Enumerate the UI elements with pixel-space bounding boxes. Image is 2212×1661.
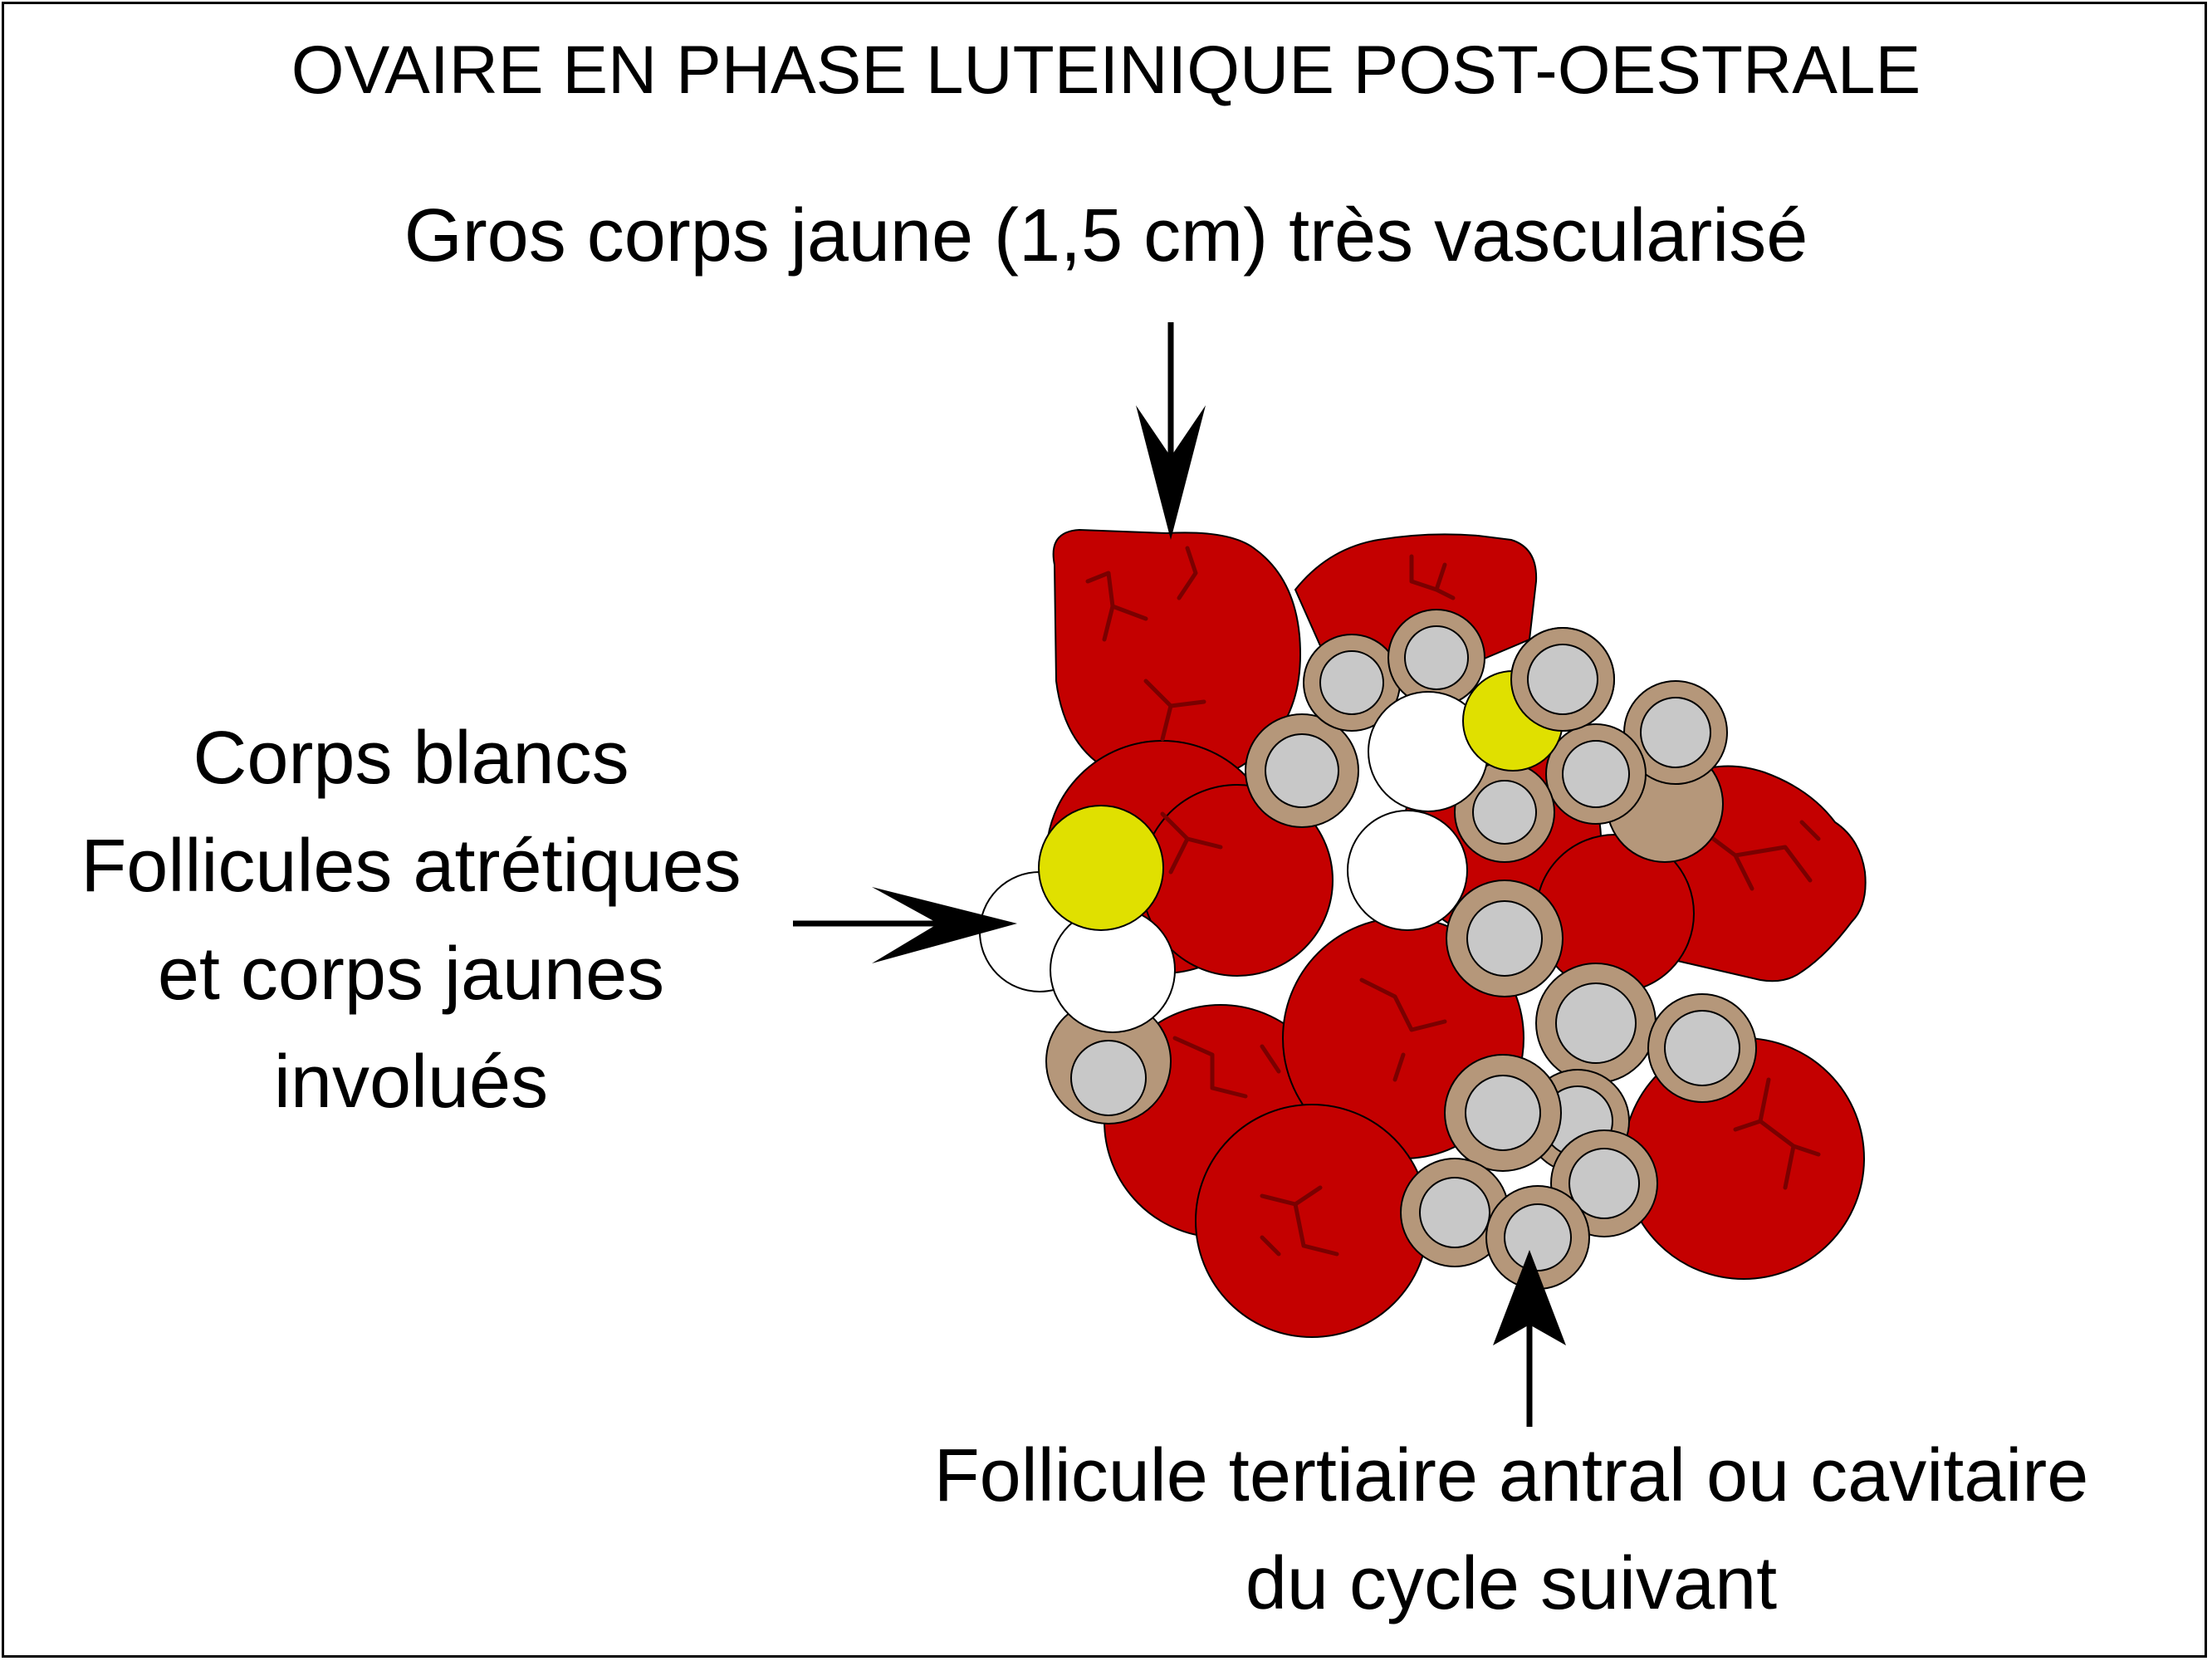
follicle-tertiaire xyxy=(1387,609,1485,707)
vessel xyxy=(1700,820,1821,891)
vessel xyxy=(1085,546,1206,742)
follicle-tertiaire xyxy=(1454,762,1555,863)
vessel xyxy=(1409,554,1456,600)
label-corps-jaune: Gros corps jaune (1,5 cm) très vasculari… xyxy=(404,194,1808,277)
label-follicule-line: du cycle suivant xyxy=(1245,1542,1778,1625)
follicle-tertiaire xyxy=(1303,634,1401,732)
label-corps-blancs-line: Follicules atrétiques xyxy=(81,825,741,908)
vessel xyxy=(1260,1185,1339,1257)
vessel xyxy=(1733,1077,1821,1190)
follicle-tertiaire xyxy=(1535,963,1657,1084)
label-follicule: Follicule tertiaire antral ou cavitaire … xyxy=(814,1422,2209,1638)
follicle-tertiaire xyxy=(1245,713,1359,828)
label-corps-blancs: Corps blancs Follicules atrétiques et co… xyxy=(17,704,805,1136)
follicule-atretique xyxy=(1038,805,1164,931)
corpus-luteum xyxy=(1195,1104,1429,1338)
follicle-tertiaire xyxy=(1623,680,1728,785)
follicle-tertiaire xyxy=(1400,1158,1510,1267)
arrow-corps-blancs xyxy=(793,887,1017,963)
arrow-follicule xyxy=(1493,1250,1566,1427)
follicle-tertiaire xyxy=(1446,879,1564,997)
follicle-tertiaire xyxy=(1444,1054,1562,1172)
follicle-tertiaire xyxy=(1647,993,1757,1103)
vessel xyxy=(1160,811,1223,875)
label-follicule-line: Follicule tertiaire antral ou cavitaire xyxy=(933,1434,2089,1517)
label-corps-blancs-line: et corps jaunes xyxy=(157,933,665,1016)
vessel xyxy=(1172,977,1447,1099)
arrow-corps-jaune xyxy=(1136,322,1206,540)
follicle-tertiaire xyxy=(1545,723,1647,825)
ovary xyxy=(979,528,1867,1338)
diagram-title: OVAIRE EN PHASE LUTEINIQUE POST-OESTRALE xyxy=(291,32,1921,108)
follicle-tertiaire xyxy=(1510,627,1615,732)
label-corps-blancs-line: Corps blancs xyxy=(193,717,629,800)
label-corps-blancs-line: involués xyxy=(273,1041,549,1124)
corps-blanc xyxy=(1347,810,1468,931)
